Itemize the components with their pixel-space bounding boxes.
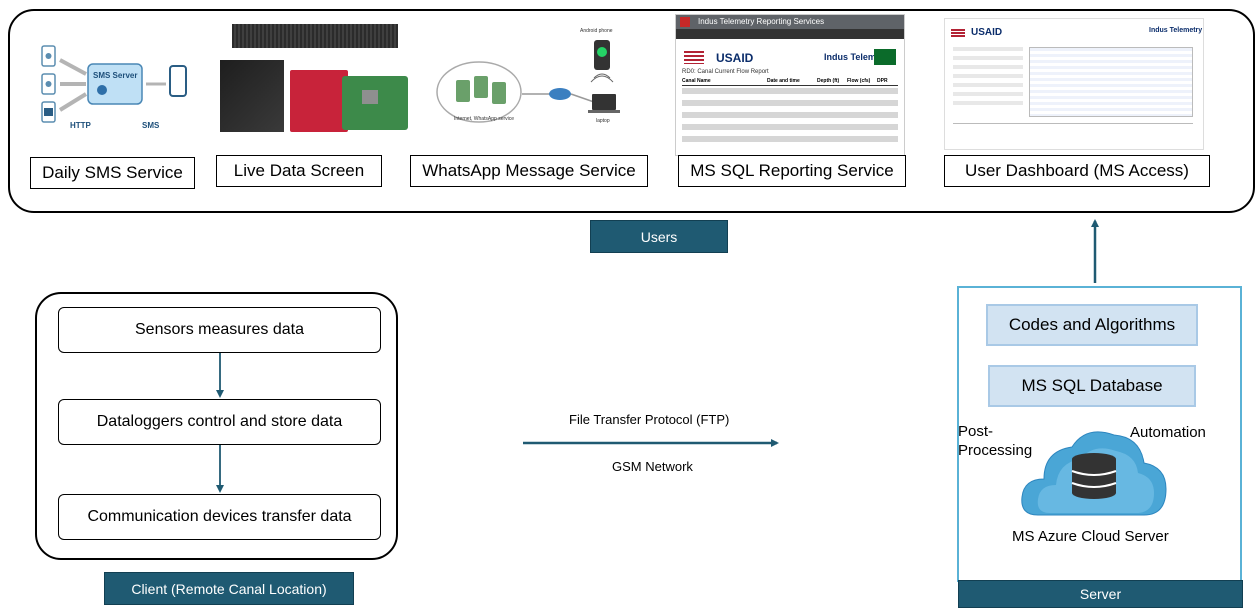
- report-title: RD0: Canal Current Flow Report: [682, 69, 769, 75]
- dashboard-us-flag: [951, 29, 965, 38]
- users-tag-text: Users: [640, 228, 678, 245]
- users-tag: Users: [590, 220, 728, 253]
- dashboard-thumbnail: USAID Indus Telemetry: [944, 18, 1204, 150]
- gsm-network-label: GSM Network: [612, 459, 693, 474]
- ms-azure-cloud-server-label: MS Azure Cloud Server: [1012, 528, 1169, 545]
- ftp-label: File Transfer Protocol (FTP): [569, 412, 730, 427]
- whatsapp-message-service-text: WhatsApp Message Service: [422, 161, 636, 180]
- sensors-step: Sensors measures data: [58, 307, 381, 353]
- dataloggers-step-text: Dataloggers control and store data: [96, 413, 343, 430]
- led-display-panel: [232, 24, 398, 48]
- automation-label: Automation: [1130, 424, 1206, 441]
- phone-icon: [41, 73, 56, 95]
- post-processing-label: Post- Processing: [958, 423, 1033, 459]
- report-col-canal: Canal Name: [682, 78, 711, 84]
- tv-monitor: [220, 60, 284, 132]
- usaid-logo: USAID: [716, 51, 754, 65]
- codes-and-algorithms-box: Codes and Algorithms: [986, 304, 1198, 346]
- communication-step-text: Communication devices transfer data: [87, 508, 352, 525]
- report-col-date: Date and time: [767, 78, 800, 84]
- pakistan-flag: [874, 49, 896, 65]
- android-phone-label: Android phone: [580, 28, 613, 34]
- report-toolbar: [676, 29, 904, 39]
- sms-server-label: SMS Server: [93, 71, 137, 80]
- cloud-database-icon: [1021, 431, 1167, 516]
- report-col-depth: Depth (ft): [817, 78, 840, 84]
- ms-sql-reporting-service-label: MS SQL Reporting Service: [678, 155, 906, 187]
- database-icon: [1071, 453, 1117, 499]
- report-app-icon: [680, 17, 690, 27]
- dataloggers-step: Dataloggers control and store data: [58, 399, 381, 445]
- communication-step: Communication devices transfer data: [58, 494, 381, 540]
- dashboard-sidebar: [953, 47, 1023, 107]
- whatsapp-illustration: Internet, WhatsApp service laptop Androi…: [434, 22, 644, 146]
- sms-diagram: SMS Server HTTP SMS: [41, 45, 187, 130]
- daily-sms-service-label: Daily SMS Service: [30, 157, 195, 189]
- live-data-screen-label: Live Data Screen: [216, 155, 382, 187]
- dashboard-brand: Indus Telemetry: [1149, 27, 1203, 34]
- internet-label: Internet, WhatsApp service: [454, 116, 514, 122]
- whatsapp-message-service-label: WhatsApp Message Service: [410, 155, 648, 187]
- dashboard-usaid-logo: USAID: [971, 27, 1003, 38]
- mobile-phone-icon: [169, 65, 187, 97]
- user-dashboard-label: User Dashboard (MS Access): [944, 155, 1210, 187]
- whatsapp-network-diagram: Internet, WhatsApp service laptop Androi…: [436, 28, 620, 124]
- client-tag-text: Client (Remote Canal Location): [131, 580, 327, 597]
- server-tag-text: Server: [1079, 586, 1122, 602]
- phone-icon: [41, 45, 56, 67]
- phone-icon: [41, 101, 56, 123]
- daily-sms-service-text: Daily SMS Service: [42, 163, 183, 182]
- report-col-dpr: DPR: [877, 78, 888, 84]
- report-table-rows: [682, 88, 898, 142]
- report-header-text: Indus Telemetry Reporting Services: [698, 17, 825, 26]
- ms-sql-database-box: MS SQL Database: [988, 365, 1196, 407]
- report-table-header: Canal Name Date and time Depth (ft) Flow…: [682, 78, 898, 86]
- ms-sql-reporting-service-text: MS SQL Reporting Service: [690, 161, 894, 180]
- us-flag: [684, 51, 704, 64]
- sensors-step-text: Sensors measures data: [135, 321, 304, 338]
- dashboard-footer: [953, 123, 1193, 141]
- live-data-screen-illustration: [216, 20, 414, 140]
- user-dashboard-text: User Dashboard (MS Access): [965, 161, 1189, 180]
- users-container: [8, 9, 1255, 213]
- codes-and-algorithms-text: Codes and Algorithms: [1008, 315, 1176, 334]
- board-chip: [362, 90, 378, 104]
- ms-sql-database-text: MS SQL Database: [1021, 376, 1163, 395]
- report-thumbnail: Indus Telemetry Reporting Services USAID…: [675, 14, 905, 156]
- sms-label: SMS: [142, 121, 160, 130]
- raspberry-pi-box: [290, 70, 348, 132]
- client-container: [35, 292, 398, 560]
- whatsapp-icon: [597, 47, 607, 57]
- sms-service-illustration: SMS Server HTTP SMS: [30, 32, 210, 144]
- live-data-screen-text: Live Data Screen: [233, 161, 365, 180]
- client-tag: Client (Remote Canal Location): [104, 572, 354, 605]
- report-header-bar: Indus Telemetry Reporting Services: [676, 15, 904, 29]
- report-col-flow: Flow (cfs): [847, 78, 871, 84]
- http-label: HTTP: [70, 121, 92, 130]
- laptop-label: laptop: [596, 118, 610, 124]
- dashboard-table: [1029, 47, 1193, 117]
- server-tag: Server: [958, 580, 1243, 608]
- indus-telemetry-brand: Indus Telemetry: [824, 52, 893, 62]
